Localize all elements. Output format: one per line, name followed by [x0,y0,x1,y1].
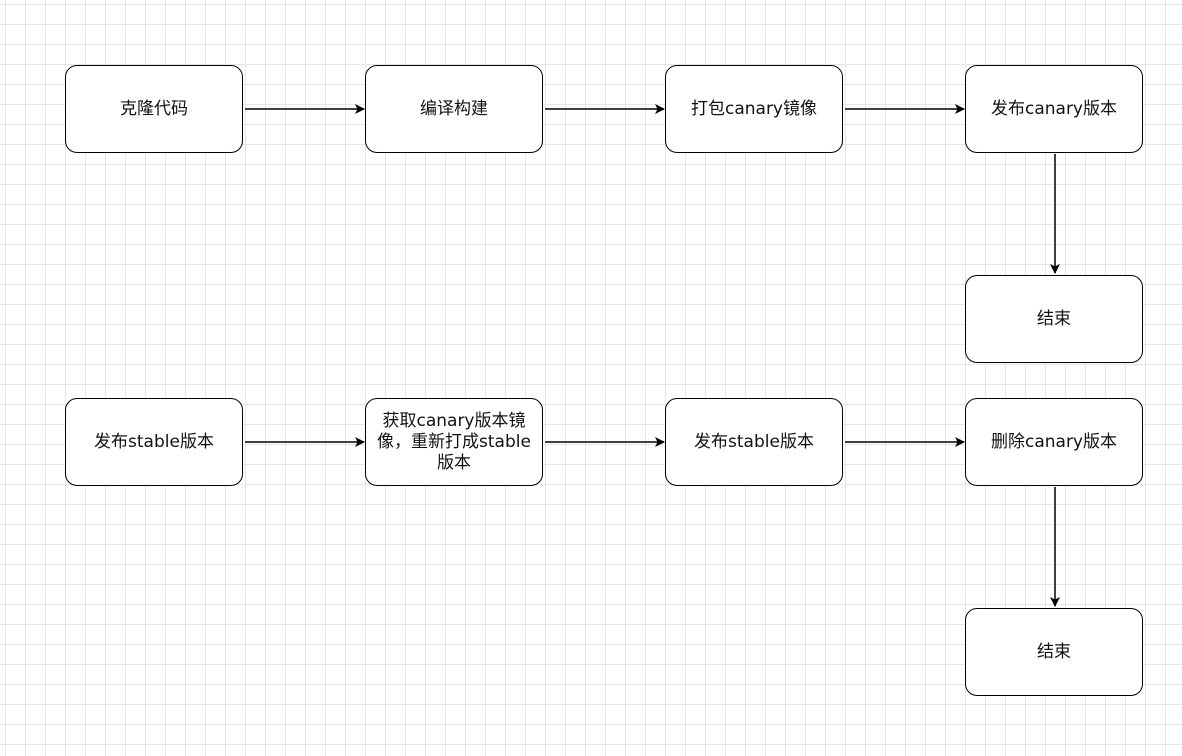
node-delete-canary[interactable]: 删除canary版本 [965,398,1143,486]
node-publish-stable-start-label: 发布stable版本 [94,431,214,452]
node-end-bottom-label: 结束 [1037,641,1071,662]
node-package-canary[interactable]: 打包canary镜像 [665,65,843,153]
node-publish-canary[interactable]: 发布canary版本 [965,65,1143,153]
node-package-canary-label: 打包canary镜像 [690,98,817,119]
node-end-top-label: 结束 [1037,308,1071,329]
node-publish-stable-start[interactable]: 发布stable版本 [65,398,243,486]
node-clone-code-label: 克隆代码 [120,98,188,119]
node-retag-stable[interactable]: 获取canary版本镜像，重新打成stable版本 [365,398,543,486]
node-clone-code[interactable]: 克隆代码 [65,65,243,153]
node-delete-canary-label: 删除canary版本 [990,431,1117,452]
node-compile-build[interactable]: 编译构建 [365,65,543,153]
node-retag-stable-label: 获取canary版本镜像，重新打成stable版本 [377,410,531,473]
node-publish-stable[interactable]: 发布stable版本 [665,398,843,486]
node-publish-canary-label: 发布canary版本 [990,98,1117,119]
node-end-bottom[interactable]: 结束 [965,608,1143,696]
node-publish-stable-label: 发布stable版本 [694,431,814,452]
node-compile-build-label: 编译构建 [420,98,488,119]
node-end-top[interactable]: 结束 [965,275,1143,363]
